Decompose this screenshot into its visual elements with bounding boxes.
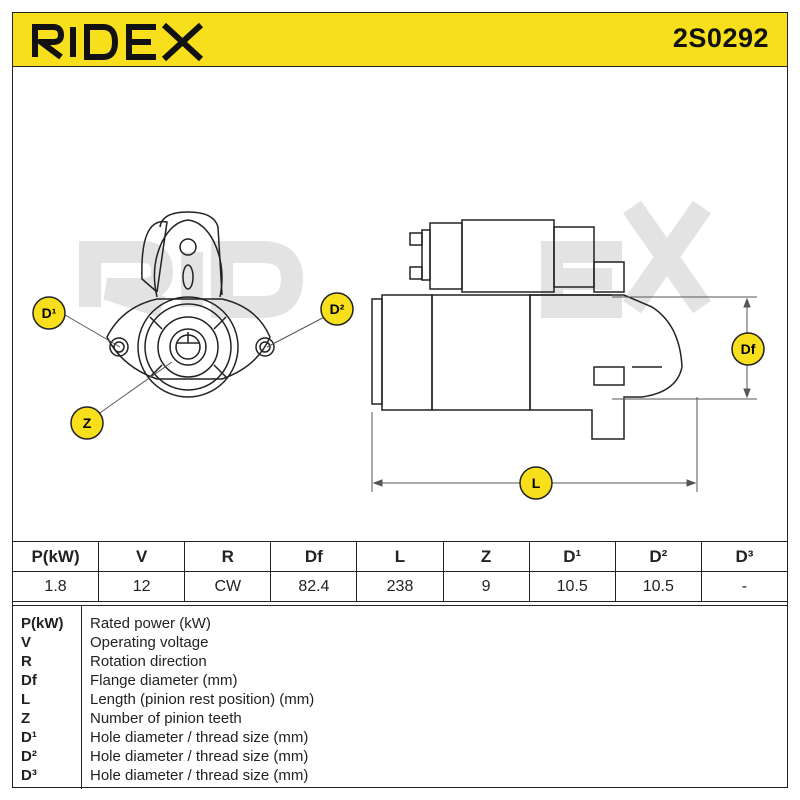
spec-value-cell: 82.4 <box>270 571 358 602</box>
legend-key: Z <box>21 710 31 727</box>
spec-value-cell: 238 <box>356 571 444 602</box>
legend-desc: Number of pinion teeth <box>90 710 242 727</box>
legend-desc: Operating voltage <box>90 634 209 651</box>
dimension-lines <box>59 296 757 492</box>
spec-header-cell: D¹ <box>528 541 616 572</box>
spec-header-row: P(kW) V R Df L Z D¹ D² D³ <box>11 541 789 572</box>
legend-key: V <box>21 634 32 651</box>
technical-drawing: D¹ D² Z Df L <box>32 200 765 500</box>
badge-d2-text: D² <box>330 301 345 317</box>
part-number: 2S0292 <box>672 23 769 53</box>
spec-header-cell: V <box>98 541 186 572</box>
legend-key: D² <box>21 748 37 765</box>
spec-value-cell: 10.5 <box>614 571 702 602</box>
badge-df: Df <box>731 332 765 366</box>
legend-key: D³ <box>21 767 37 784</box>
legend-divider <box>81 606 82 789</box>
spec-value-cell: CW <box>184 571 272 602</box>
side-view <box>371 219 683 440</box>
legend-desc: Length (pinion rest position) (mm) <box>90 691 315 708</box>
badge-l: L <box>519 466 553 500</box>
spec-value-cell: - <box>700 571 789 602</box>
badge-df-text: Df <box>741 341 756 357</box>
spec-header-cell: R <box>184 541 272 572</box>
spec-header-cell: D² <box>614 541 702 572</box>
legend-key: D¹ <box>21 729 37 746</box>
spec-header-cell: L <box>356 541 444 572</box>
front-view <box>106 211 275 398</box>
legend-key: L <box>21 691 31 708</box>
spec-value-row: 1.8 12 CW 82.4 238 9 10.5 10.5 - <box>11 571 789 602</box>
spec-table: P(kW) V R Df L Z D¹ D² D³ 1.8 12 CW 82.4… <box>11 541 789 602</box>
badge-d2: D² <box>320 292 354 326</box>
legend-desc: Hole diameter / thread size (mm) <box>90 748 309 765</box>
spec-value-cell: 1.8 <box>11 571 100 602</box>
spec-value-cell: 10.5 <box>528 571 616 602</box>
legend-desc: Hole diameter / thread size (mm) <box>90 767 309 784</box>
badge-l-text: L <box>532 475 541 491</box>
legend: P(kW) Rated power (kW) V Operating voltage… <box>12 605 788 789</box>
spec-value-cell: 12 <box>98 571 186 602</box>
header-bar: 2S0292 <box>12 12 788 67</box>
spec-header-cell: D³ <box>700 541 789 572</box>
ridex-logo <box>32 22 204 61</box>
legend-key: Df <box>21 672 37 689</box>
legend-desc: Rotation direction <box>90 653 207 670</box>
badge-z-text: Z <box>83 415 92 431</box>
spec-header-cell: P(kW) <box>11 541 100 572</box>
legend-desc: Hole diameter / thread size (mm) <box>90 729 309 746</box>
legend-key: R <box>21 653 32 670</box>
spec-header-cell: Z <box>442 541 530 572</box>
legend-desc: Flange diameter (mm) <box>90 672 238 689</box>
badge-d1-text: D¹ <box>42 305 57 321</box>
badge-d1: D¹ <box>32 296 66 330</box>
spec-header-cell: Df <box>270 541 358 572</box>
legend-key: P(kW) <box>21 615 64 632</box>
legend-desc: Rated power (kW) <box>90 615 211 632</box>
badge-z: Z <box>70 406 104 440</box>
spec-value-cell: 9 <box>442 571 530 602</box>
